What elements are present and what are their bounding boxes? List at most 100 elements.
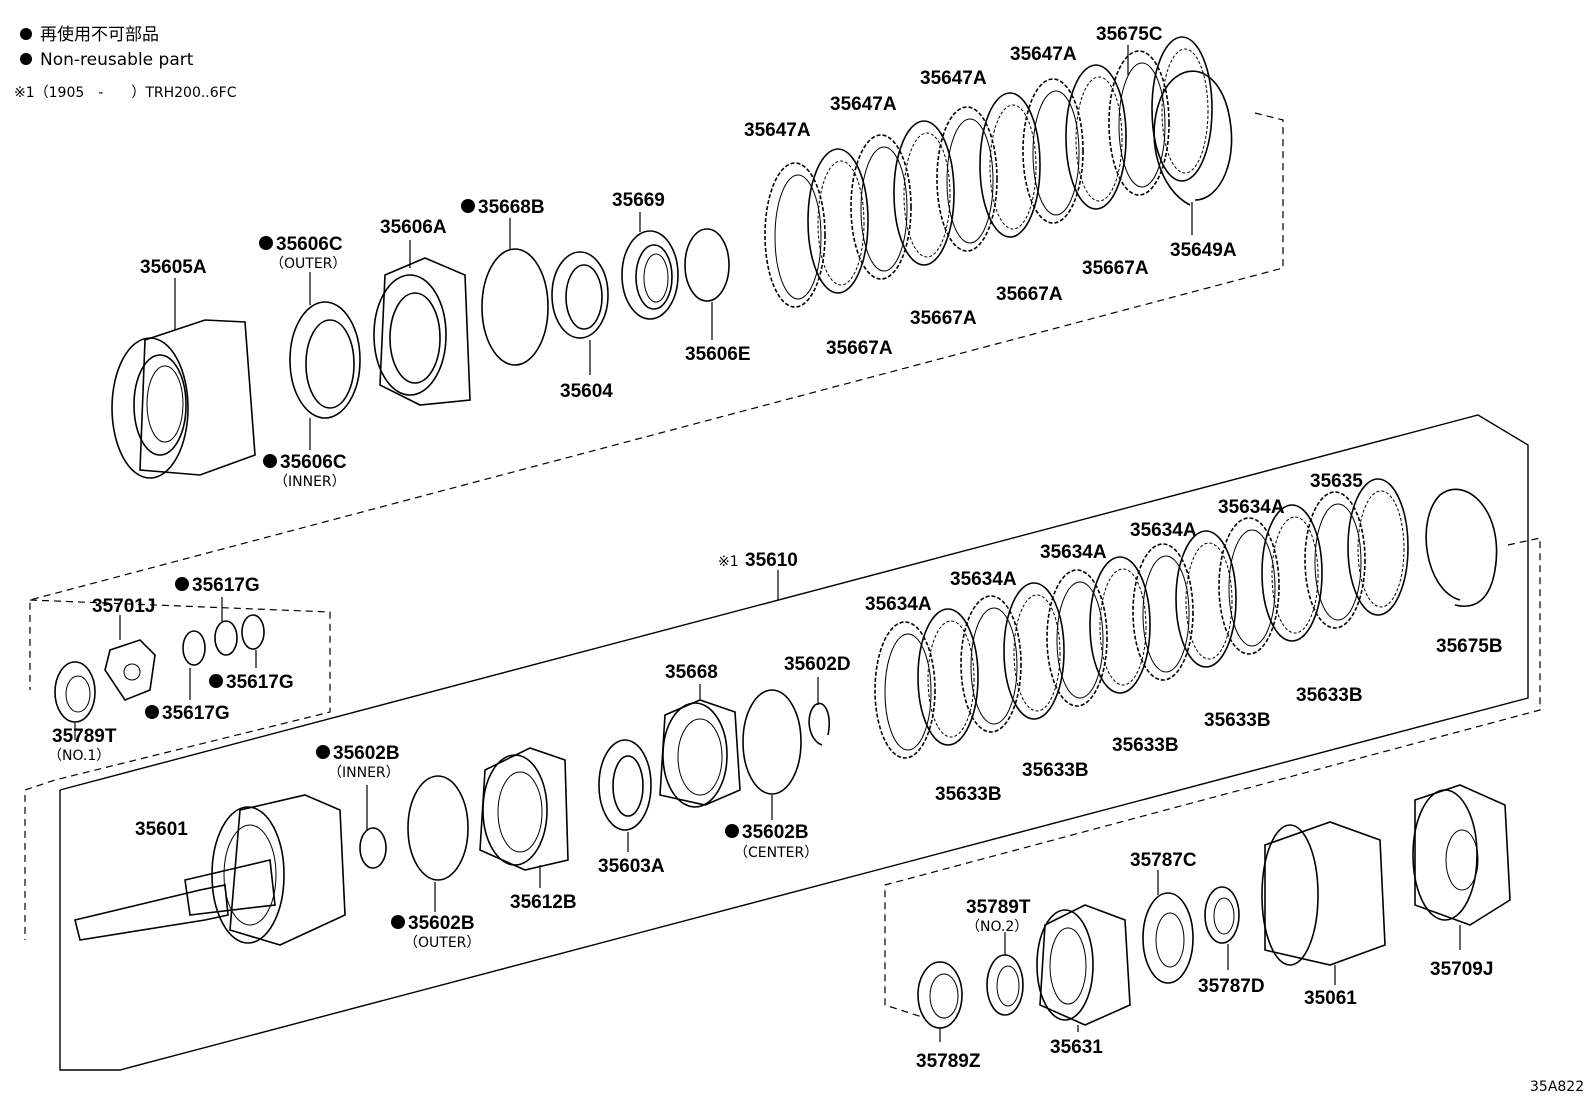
label-35617G-1: 35617G xyxy=(192,575,260,596)
retainer-35668 xyxy=(659,699,741,808)
upper-clutch-plate xyxy=(764,162,826,308)
drum-35605A xyxy=(111,319,256,479)
non-reusable-dot-icon xyxy=(20,53,32,65)
snapring-35649A xyxy=(1153,70,1233,206)
upper-clutch-plate xyxy=(1151,36,1213,182)
label-35634A-4: 35634A xyxy=(1130,520,1197,541)
label-35789T-no1-sub: （NO.1） xyxy=(48,748,110,764)
label-35647A-4: 35647A xyxy=(1010,44,1077,65)
label-35647A-2: 35647A xyxy=(830,94,897,115)
label-35634A-5: 35634A xyxy=(1218,497,1285,518)
seal-35606C xyxy=(289,301,361,419)
label-35606C-inner-sub: （INNER） xyxy=(274,474,346,490)
label-35617G-3: 35617G xyxy=(162,703,230,724)
non-reusable-dot-icon xyxy=(316,745,330,759)
label-35602B-outer-sub: （OUTER） xyxy=(404,935,480,951)
lower-clutch-plate xyxy=(874,621,936,759)
non-reusable-dot-icon xyxy=(461,199,475,213)
non-reusable-dot-icon xyxy=(209,674,223,688)
upper-clutch-plate xyxy=(807,148,869,294)
label-35789Z: 35789Z xyxy=(916,1051,981,1072)
lower-clutch-plate xyxy=(1261,504,1323,642)
non-reusable-dot-icon xyxy=(391,915,405,929)
upper-clutch-plate xyxy=(1022,78,1084,224)
label-35634A-2: 35634A xyxy=(950,569,1017,590)
label-35647A-3: 35647A xyxy=(920,68,987,89)
group-boundaries xyxy=(24,112,1541,1071)
label-35701J: 35701J xyxy=(92,596,155,617)
label-35605A: 35605A xyxy=(140,257,207,278)
plate-35787C xyxy=(1142,892,1194,984)
label-35675C: 35675C xyxy=(1096,24,1163,45)
piston-35606A xyxy=(373,257,471,406)
lower-clutch-plate xyxy=(1046,569,1108,707)
oring-35602B-outer xyxy=(407,775,469,881)
clutch-assembly-box xyxy=(59,414,1529,1071)
bearing-35787D xyxy=(1204,886,1240,944)
diagram-code: 35A822 xyxy=(1530,1079,1584,1095)
piston-35612B xyxy=(479,747,569,871)
label-35606A: 35606A xyxy=(380,217,447,238)
label-35667A-1: 35667A xyxy=(826,338,893,359)
right-group-boundary xyxy=(884,537,1541,1019)
label-35633B-2: 35633B xyxy=(1022,760,1089,781)
label-35631: 35631 xyxy=(1050,1037,1103,1058)
snapring-35675B xyxy=(1425,488,1498,607)
label-35602B-inner-sub: （INNER） xyxy=(328,765,400,781)
label-35633B-4: 35633B xyxy=(1204,710,1271,731)
input-shaft-35601 xyxy=(74,794,346,946)
legend: 再使用不可部品 Non-reusable part ※1（1905 - ）TRH… xyxy=(14,24,237,101)
lower-clutch-plate xyxy=(1132,543,1194,681)
label-35602B-center: 35602B xyxy=(742,822,809,843)
label-35606C-inner: 35606C xyxy=(280,452,347,473)
label-35602B-outer: 35602B xyxy=(408,913,475,934)
label-35633B-5: 35633B xyxy=(1296,685,1363,706)
label-35617G-2: 35617G xyxy=(226,672,294,693)
seal-group xyxy=(54,614,265,723)
lower-clutch-pack xyxy=(874,478,1409,759)
label-35634A-3: 35634A xyxy=(1040,542,1107,563)
snapring-35606E xyxy=(684,228,730,302)
non-reusable-dot-icon xyxy=(175,577,189,591)
label-35635: 35635 xyxy=(1310,471,1363,492)
bearing-35789Z xyxy=(917,961,963,1029)
label-35709J: 35709J xyxy=(1430,959,1493,980)
lower-clutch-plate xyxy=(1304,491,1366,629)
spring-35604 xyxy=(551,251,609,339)
label-35789T-no2: 35789T xyxy=(966,897,1031,918)
oring-35668B xyxy=(481,248,549,366)
upper-clutch-plate xyxy=(936,106,998,252)
label-35647A-1: 35647A xyxy=(744,120,811,141)
lower-clutch-plate xyxy=(1218,517,1280,655)
label-35649A: 35649A xyxy=(1170,240,1237,261)
upper-group-boundary xyxy=(29,112,1284,690)
upper-clutch-plate xyxy=(893,120,955,266)
upper-clutch-pack xyxy=(764,36,1213,308)
upper-clutch-plate xyxy=(1065,64,1127,210)
label-35668: 35668 xyxy=(665,662,718,683)
label-35667A-3: 35667A xyxy=(996,284,1063,305)
label-35612B: 35612B xyxy=(510,892,577,913)
non-reusable-dot-icon xyxy=(725,824,739,838)
legend-english: Non-reusable part xyxy=(40,50,194,70)
retainer-35669 xyxy=(621,230,679,320)
label-35787C: 35787C xyxy=(1130,850,1197,871)
hub-35709J xyxy=(1412,784,1511,926)
label-35667A-2: 35667A xyxy=(910,308,977,329)
upper-clutch-plate xyxy=(979,92,1041,238)
label-35633B-3: 35633B xyxy=(1112,735,1179,756)
label-35602D: 35602D xyxy=(784,654,851,675)
label-35606C-outer-sub: （OUTER） xyxy=(270,256,346,272)
non-reusable-dot-icon xyxy=(145,705,159,719)
label-35606E: 35606E xyxy=(685,344,751,365)
label-35061: 35061 xyxy=(1304,988,1357,1009)
label-35675B: 35675B xyxy=(1436,636,1503,657)
oring-35602B-inner xyxy=(359,827,387,869)
lower-clutch-plate xyxy=(960,595,1022,733)
label-35602B-center-sub: （CENTER） xyxy=(734,845,818,861)
lower-clutch-plate xyxy=(1175,530,1237,668)
label-35610-mark: ※1 xyxy=(718,554,739,570)
label-35668B: 35668B xyxy=(478,197,545,218)
label-35789T-no1: 35789T xyxy=(52,726,117,747)
hub-35631 xyxy=(1036,904,1131,1026)
